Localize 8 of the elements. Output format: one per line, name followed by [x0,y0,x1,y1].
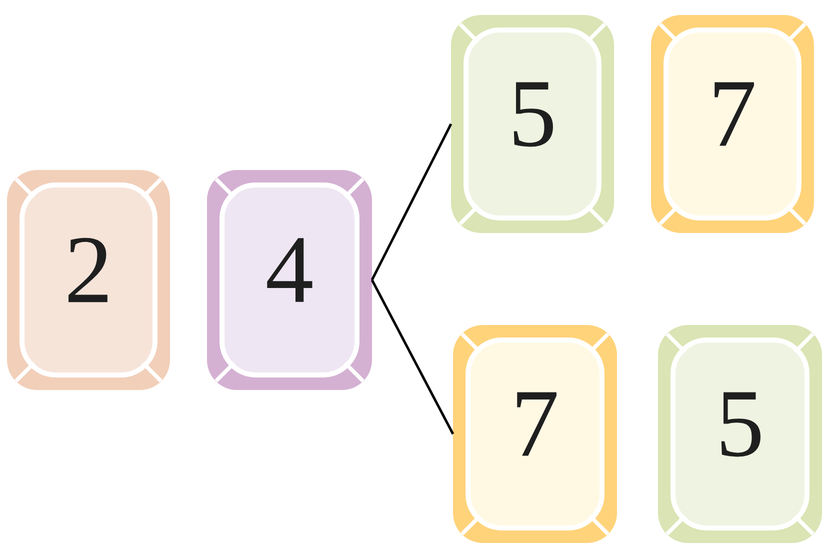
number-card: 5 [658,325,822,543]
connector-line [370,123,452,281]
connector-line [370,279,454,435]
number-card: 5 [451,15,614,233]
number-card: 7 [453,325,617,543]
number-card: 7 [651,15,814,233]
number-card: 2 [7,170,170,390]
number-card: 4 [207,170,372,390]
